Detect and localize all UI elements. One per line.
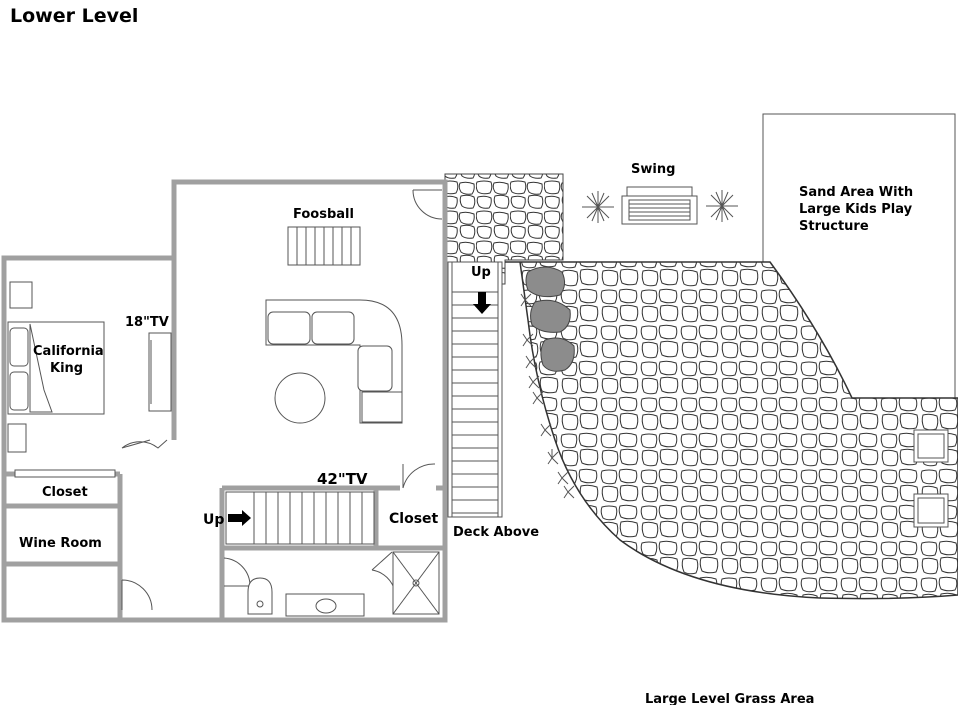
plan-title: Lower Level [10,5,138,27]
plants [520,293,575,499]
toilet [247,577,273,615]
deck-above-label: Deck Above [453,525,539,540]
bed-label-2: King [50,361,83,376]
foosball-table [287,226,361,266]
wine-room-label: Wine Room [19,536,102,551]
sand-area-label-1: Sand Area With [799,185,913,200]
swing [621,186,698,225]
shrub-left [582,191,614,223]
shrub-right [706,190,738,222]
closet-label-bedroom: Closet [42,485,88,500]
bed-label-1: California [33,344,104,359]
indoor-stairs [225,491,375,545]
patio-chair-2 [913,493,949,528]
tv-stand-bedroom [148,332,172,412]
arrow-right-icon [228,510,251,526]
boulder-3 [540,337,575,372]
grass-area-label: Large Level Grass Area [645,692,814,705]
sink [315,598,337,614]
boulder-2 [530,299,571,333]
coffee-table [274,372,326,424]
patio-chair-1 [913,429,949,463]
bathroom [247,551,440,617]
closet-label-right: Closet [389,511,439,527]
sand-area-label-3: Structure [799,219,869,234]
closet-rod [14,469,116,478]
pillow-2 [9,371,29,411]
arrow-down-icon [473,292,491,314]
sand-area-label-2: Large Kids Play [799,202,913,217]
stone-patio [505,261,958,600]
nightstand-bottom [7,423,27,453]
tv-label-main: 42"TV [317,470,368,488]
sectional-sofa [265,299,403,424]
deck-up-label: Up [471,265,491,280]
nightstand-top [9,281,33,309]
tv-label-bedroom: 18"TV [125,315,169,330]
swing-label: Swing [631,162,675,177]
boulder-1 [525,266,566,298]
pillow-1 [9,327,29,367]
deck-stair-treads [452,291,498,514]
foosball-label: Foosball [293,207,354,222]
stairs-up-label: Up [203,512,224,528]
bedroom [7,281,172,453]
deck-stairs [447,261,503,518]
